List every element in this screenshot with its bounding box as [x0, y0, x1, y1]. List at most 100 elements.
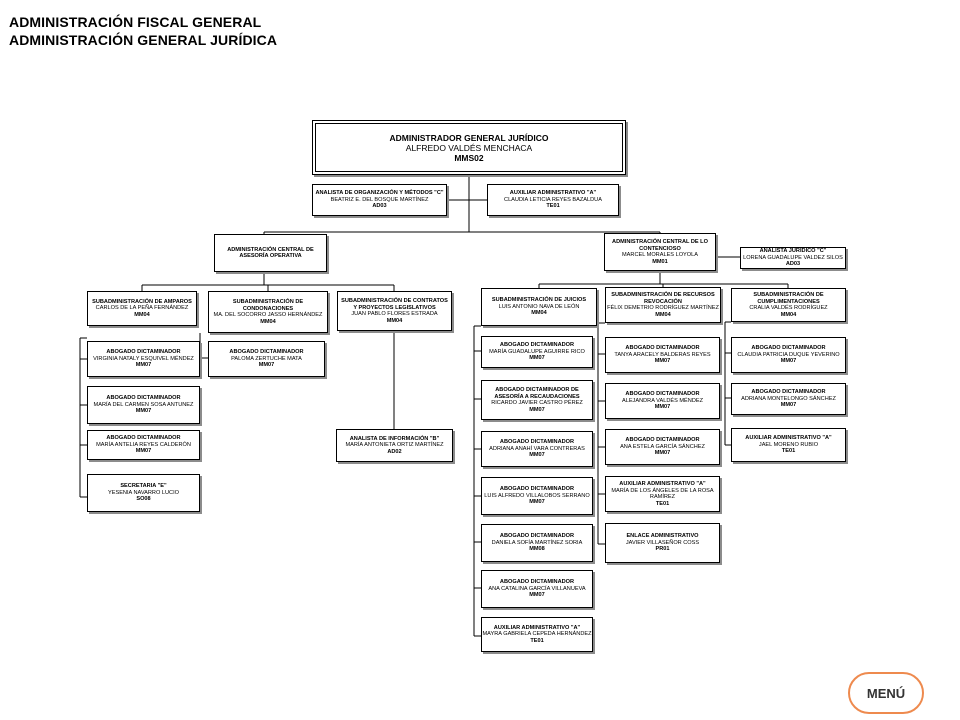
box-administrador-general: ADMINISTRADOR GENERAL JURÍDICO ALFREDO V… [312, 120, 626, 175]
box-title: ABOGADO DICTAMINADOR [499, 342, 575, 349]
box-recursos-abogado-1: ABOGADO DICTAMINADOR TANYA ARACELY BALDE… [605, 337, 720, 373]
box-name: ADRIANA ANAHÍ VARA CONTRERAS [489, 445, 585, 452]
box-title: AUXILIAR ADMINISTRATIVO "A" [745, 435, 832, 442]
box-title: ANALISTA DE ORGANIZACIÓN Y MÉTODOS "C" [315, 190, 444, 197]
box-cumplimentaciones-abogado-2: ABOGADO DICTAMINADOR ADRIANA MONTELONGO … [731, 383, 846, 415]
header-line-1: ADMINISTRACIÓN FISCAL GENERAL [9, 14, 262, 30]
box-juicios-abogado-6: ABOGADO DICTAMINADOR ANA CATALINA GARCÍA… [481, 570, 593, 608]
box-name: MARÍA ANTELIA REYES CALDERÓN [96, 441, 191, 448]
box-sub-contratos: SUBADMINISTRACIÓN DE CONTRATOS Y PROYECT… [337, 291, 452, 331]
box-title: SUBADMINISTRACIÓN DE RECURSOS REVOCACIÓN [611, 292, 715, 305]
box-title: ADMINISTRADOR GENERAL JURÍDICO [389, 132, 549, 143]
box-name: YESENIA NAVARRO LUCIO [108, 489, 179, 496]
box-title: SUBADMINISTRACIÓN DE JUICIOS [491, 297, 587, 304]
box-name: LORENA GUADALUPE VALDEZ SILOS [743, 254, 843, 261]
box-condonaciones-abogado-1: ABOGADO DICTAMINADOR PALOMA ZERTUCHE MAT… [208, 341, 325, 377]
box-code: MM04 [386, 317, 403, 324]
box-sub-cumplimentaciones: SUBADMINISTRACIÓN DE CUMPLIMENTACIONES C… [731, 288, 846, 322]
box-code: MM07 [258, 362, 275, 369]
box-code: MM07 [135, 362, 152, 369]
box-code: MM04 [260, 318, 276, 325]
box-code: MM07 [654, 450, 671, 457]
box-title: AUXILIAR ADMINISTRATIVO "A" [509, 190, 597, 197]
box-title: ABOGADO DICTAMINADOR [106, 435, 181, 442]
box-title: ABOGADO DICTAMINADOR DE ASESORÍA A RECAU… [494, 387, 580, 400]
box-name: MARÍA ANTONIETA ORTIZ MARTÍNEZ [345, 442, 444, 449]
box-title: SUBADMINISTRACIÓN DE CUMPLIMENTACIONES [753, 292, 824, 305]
box-sub-condonaciones: SUBADMINISTRACIÓN DE CONDONACIONES MA. D… [208, 291, 328, 333]
box-amparos-abogado-2: ABOGADO DICTAMINADOR MARÍA DEL CARMEN SO… [87, 386, 200, 424]
box-code: MM07 [780, 402, 797, 409]
box-name: ALEJANDRA VALDÉS MÉNDEZ [621, 397, 704, 404]
menu-button[interactable]: MENÚ [848, 672, 924, 714]
box-admin-central-contencioso: ADMINISTRACIÓN CENTRAL DE LO CONTENCIOSO… [604, 233, 716, 271]
box-title: ABOGADO DICTAMINADOR [106, 349, 181, 356]
box-name: PALOMA ZERTUCHE MATA [231, 355, 302, 362]
box-title: ABOGADO DICTAMINADOR [751, 389, 826, 396]
box-code: MM07 [529, 499, 545, 506]
box-code: AD03 [372, 203, 387, 210]
box-name: FÉLIX DEMETRIO RODRÍGUEZ MARTÍNEZ [607, 305, 719, 311]
box-analista-organizacion: ANALISTA DE ORGANIZACIÓN Y MÉTODOS "C" B… [312, 184, 447, 216]
box-title: ENLACE ADMINISTRATIVO [626, 533, 699, 540]
box-title: ANALISTA JURÍDICO "C" [759, 248, 827, 255]
box-code: TE01 [655, 500, 670, 507]
box-code: AD02 [387, 448, 402, 455]
box-title: ABOGADO DICTAMINADOR [229, 349, 304, 356]
box-contratos-analista: ANALISTA DE INFORMACIÓN "B" MARÍA ANTONI… [336, 429, 453, 462]
box-code: MMS02 [454, 152, 484, 163]
box-amparos-abogado-1: ABOGADO DICTAMINADOR VIRGINIA NATALY ESQ… [87, 341, 200, 377]
box-name: JAVIER VILLASEÑOR COSS [625, 539, 700, 546]
box-code: MM04 [134, 311, 150, 318]
box-name: ALFREDO VALDÉS MENCHACA [405, 142, 533, 153]
box-name: CRALIA VALDÉS RODRÍGUEZ [749, 305, 828, 311]
box-name: DANIELA SOFÍA MARTÍNEZ SORIA [491, 539, 583, 546]
box-code: TE01 [530, 637, 544, 644]
box-recursos-abogado-3: ABOGADO DICTAMINADOR ANA ESTELA GARCÍA S… [605, 429, 720, 465]
box-code: MM01 [652, 258, 668, 265]
box-name: ANA CATALINA GARCÍA VILLANUEVA [488, 585, 586, 592]
box-sub-juicios: SUBADMINISTRACIÓN DE JUICIOS LUIS ANTONI… [481, 288, 597, 326]
box-juicios-abogado-5: ABOGADO DICTAMINADOR DANIELA SOFÍA MARTÍ… [481, 524, 593, 562]
box-amparos-secretaria: SECRETARIA "E" YESENIA NAVARRO LUCIO SO0… [87, 474, 200, 512]
box-title: ABOGADO DICTAMINADOR [106, 395, 181, 402]
box-name: ADRIANA MONTELONGO SÁNCHEZ [741, 395, 836, 402]
box-name: MARÍA DEL CARMEN SOSA ANTUNEZ [93, 401, 194, 408]
box-sub-amparos: SUBADMINISTRACIÓN DE AMPAROS CARLOS DE L… [87, 291, 197, 326]
box-name: JUAN PABLO FLORES ESTRADA [351, 311, 438, 317]
box-code: TE01 [781, 448, 796, 455]
box-code: MM07 [529, 406, 545, 413]
box-name: MARÍA GUADALUPE AGUIRRE RICO [489, 348, 585, 355]
box-juicios-abogado-2: ABOGADO DICTAMINADOR DE ASESORÍA A RECAU… [481, 380, 593, 420]
box-name: VIRGINIA NATALY ESQUIVEL MÉNDEZ [93, 355, 194, 362]
box-admin-central-asesoria: ADMINISTRACIÓN CENTRAL DE ASESORÍA OPERA… [214, 234, 327, 272]
box-code: MM04 [780, 311, 797, 318]
box-code: MM07 [529, 592, 545, 599]
box-amparos-abogado-3: ABOGADO DICTAMINADOR MARÍA ANTELIA REYES… [87, 430, 200, 460]
box-name: BEATRIZ E. DEL BOSQUE MARTÍNEZ [330, 196, 429, 203]
header-line-2: ADMINISTRACIÓN GENERAL JURÍDICA [9, 32, 278, 48]
box-name: LUIS ALFREDO VILLALOBOS SERRANO [484, 492, 590, 499]
box-juicios-abogado-1: ABOGADO DICTAMINADOR MARÍA GUADALUPE AGU… [481, 336, 593, 368]
box-code: MM07 [135, 448, 152, 455]
box-analista-juridico: ANALISTA JURÍDICO "C" LORENA GUADALUPE V… [740, 247, 846, 269]
box-name: MARÍA DE LOS ÁNGELES DE LA ROSA RAMÍREZ [611, 487, 714, 501]
box-title: ABOGADO DICTAMINADOR [499, 439, 575, 446]
box-name: RICARDO JAVIER CASTRO PÉREZ [491, 400, 583, 406]
box-title: ABOGADO DICTAMINADOR [499, 533, 575, 540]
box-recursos-enlace: ENLACE ADMINISTRATIVO JAVIER VILLASEÑOR … [605, 523, 720, 563]
box-code: SO08 [136, 496, 151, 503]
box-code: MM07 [654, 404, 671, 411]
box-title: ABOGADO DICTAMINADOR [499, 579, 575, 586]
box-title: SUBADMINISTRACIÓN DE CONDONACIONES [232, 299, 304, 312]
box-name: CLAUDIA LETICIA REYES BAZALDUA [504, 196, 602, 203]
box-juicios-auxiliar: AUXILIAR ADMINISTRATIVO "A" MAYRA GABRIE… [481, 617, 593, 652]
box-name: MAYRA GABRIELA CEPEDA HERNÁNDEZ [482, 631, 592, 638]
box-name: MARCEL MORALES LOYOLA [622, 252, 698, 258]
box-title: SUBADMINISTRACIÓN DE CONTRATOS Y PROYECT… [341, 298, 448, 311]
box-code: MM04 [655, 311, 671, 318]
box-juicios-abogado-4: ABOGADO DICTAMINADOR LUIS ALFREDO VILLAL… [481, 477, 593, 515]
box-title: ABOGADO DICTAMINADOR [751, 345, 826, 352]
box-sub-recursos: SUBADMINISTRACIÓN DE RECURSOS REVOCACIÓN… [605, 287, 721, 323]
